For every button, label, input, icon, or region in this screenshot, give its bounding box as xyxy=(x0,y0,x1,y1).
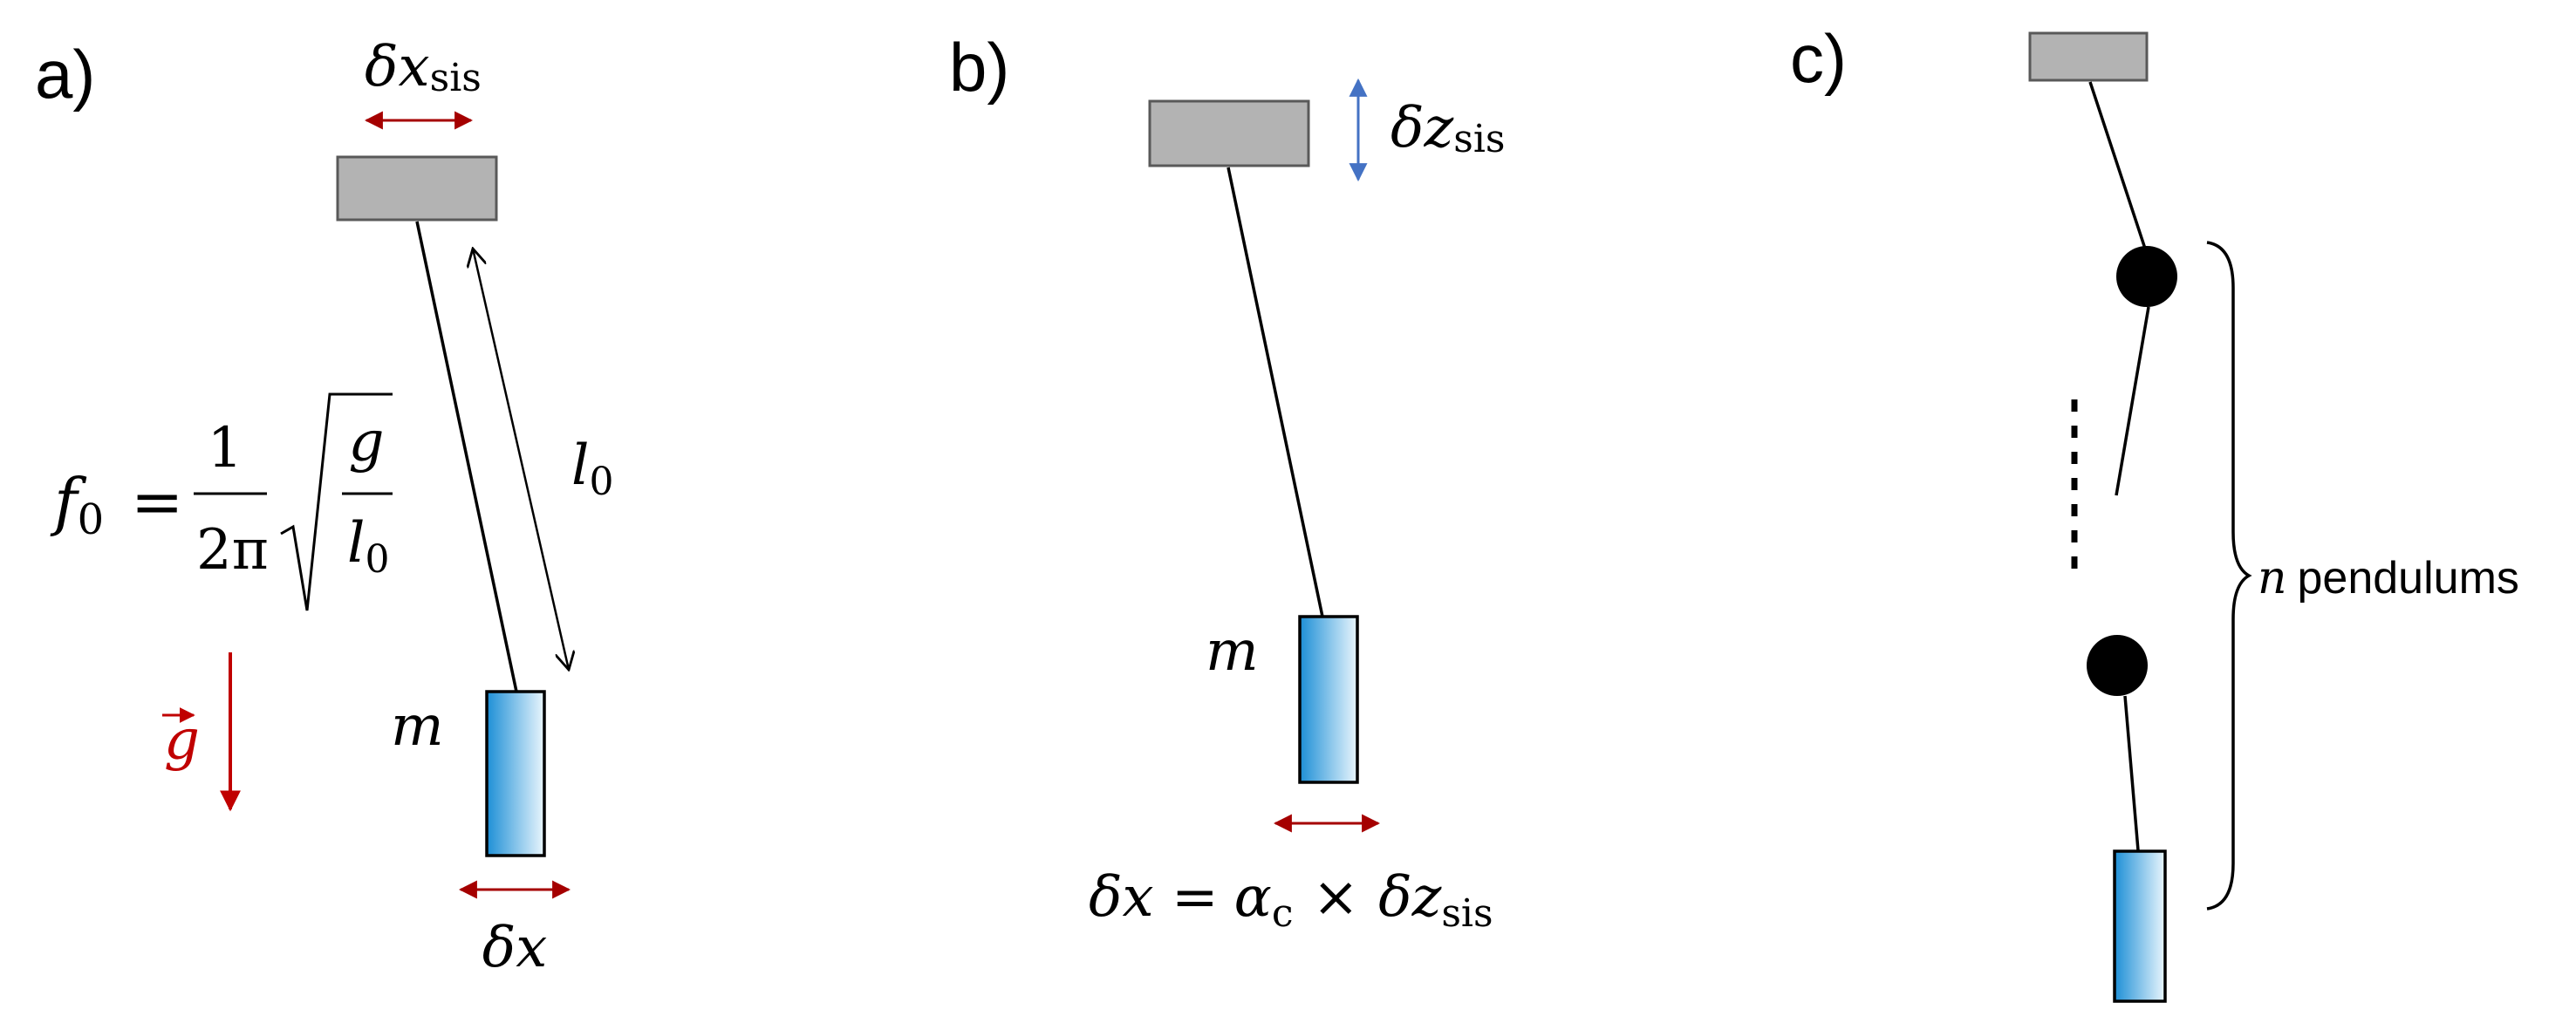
formula-root-numerator: g xyxy=(349,410,385,474)
coupling-equation: δx =αc×δzsis xyxy=(1089,865,1493,936)
support-block xyxy=(2028,31,2149,82)
panel-b-label: b) xyxy=(949,29,1009,106)
chain-string-bottom xyxy=(2123,695,2140,851)
formula-root-denominator: l0 xyxy=(347,511,389,582)
support-displacement-label: δxsis xyxy=(365,35,482,100)
panel-b: b) δzsis m δx =αc×δzsis xyxy=(949,29,1505,936)
panel-a-label: a) xyxy=(35,36,95,113)
mass-displacement-label: δx xyxy=(482,916,548,980)
gravity-label: g xyxy=(164,708,200,773)
length-label: l0 xyxy=(571,433,613,504)
intermediate-mass-top xyxy=(2116,246,2177,307)
intermediate-mass-bottom xyxy=(2087,635,2148,696)
frequency-formula: f0 = 1 2π g l0 xyxy=(50,392,393,611)
panel-a: a) δxsis l0 f0 = 1 2π g xyxy=(35,35,613,980)
chain-string-middle xyxy=(2115,306,2150,496)
pendulum-string xyxy=(1227,167,1324,617)
formula-numerator: 1 xyxy=(208,416,243,481)
formula-lhs: f0 xyxy=(50,465,104,544)
pendulum-string xyxy=(415,221,518,692)
mass-label: m xyxy=(391,694,444,759)
support-block xyxy=(1148,99,1310,167)
formula-equals: = xyxy=(131,465,183,538)
pendulum-mass xyxy=(485,690,546,857)
pendulum-mass xyxy=(1298,615,1359,784)
pendulum-mass xyxy=(2113,849,2167,1003)
mass-label: m xyxy=(1206,619,1259,684)
support-block xyxy=(336,155,498,222)
formula-denominator: 2π xyxy=(196,518,269,583)
length-arrow xyxy=(473,249,569,670)
chain-string-top xyxy=(2088,81,2148,252)
formula-sqrt-sign xyxy=(280,392,393,611)
chain-brace xyxy=(2206,241,2252,911)
panel-c-label: c) xyxy=(1790,20,1847,97)
support-vertical-displacement-label: δzsis xyxy=(1390,96,1505,161)
